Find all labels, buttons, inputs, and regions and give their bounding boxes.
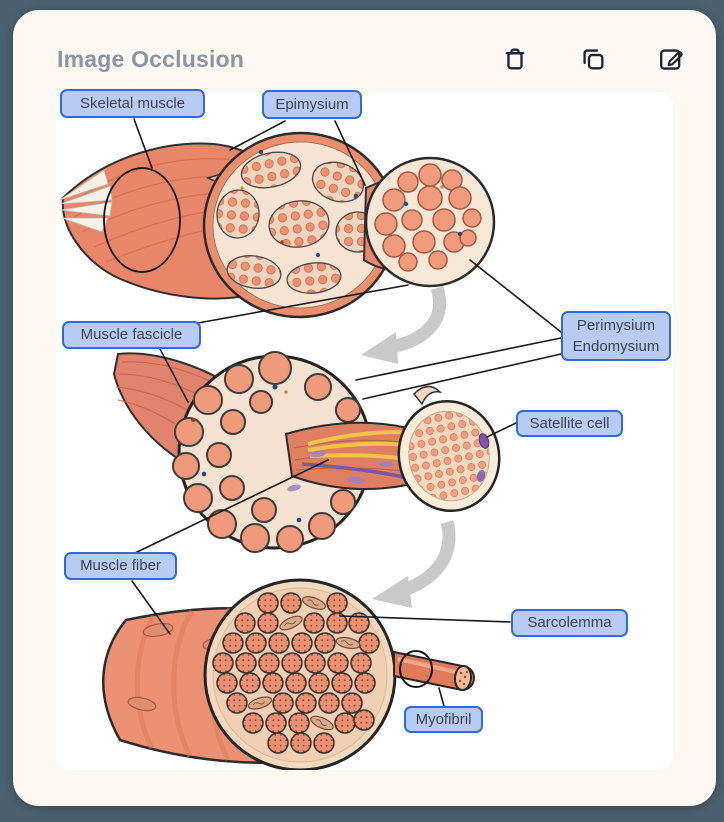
image-occlusion-card: Image Occlusion — [13, 10, 716, 806]
section-skeletal-muscle — [59, 131, 496, 319]
trash-icon — [505, 48, 525, 70]
muscle-anatomy-diagram — [59, 118, 562, 770]
page-title: Image Occlusion — [57, 45, 245, 72]
copy-icon — [583, 49, 604, 70]
zoom-arrow-2 — [372, 520, 456, 608]
toolbar — [500, 44, 686, 74]
occlusion-label-epimysium[interactable]: Epimysium — [262, 90, 362, 119]
magnifier-circle — [103, 167, 181, 273]
vessel-dots — [240, 149, 359, 257]
occlusion-image-area: Skeletal muscle Epimysium Muscle fascicl… — [56, 89, 673, 770]
section-muscle-fascicle — [112, 351, 501, 553]
perimysium-text: Perimysium — [576, 317, 656, 334]
section-muscle-fiber — [102, 578, 475, 770]
occlusion-label-myofibril[interactable]: Myofibril — [404, 706, 483, 733]
occlusion-label-skeletal-muscle[interactable]: Skeletal muscle — [60, 89, 205, 118]
card-header: Image Occlusion — [13, 10, 716, 82]
delete-button[interactable] — [500, 44, 530, 74]
occlusion-label-muscle-fiber[interactable]: Muscle fiber — [64, 552, 177, 580]
occlusion-label-perimysium-endomysium[interactable]: Perimysium Endomysium — [561, 311, 671, 361]
leader-lines — [131, 118, 562, 707]
fascicle-bundles — [216, 151, 381, 294]
occlusion-label-sarcolemma[interactable]: Sarcolemma — [511, 609, 628, 637]
occlusion-label-muscle-fascicle[interactable]: Muscle fascicle — [62, 321, 201, 349]
occlusion-label-satellite-cell[interactable]: Satellite cell — [516, 410, 623, 437]
endomysium-text: Endomysium — [572, 338, 660, 355]
duplicate-button[interactable] — [578, 44, 608, 74]
myofibril-rod — [393, 650, 475, 692]
fascicle-fibers — [172, 351, 361, 553]
edit-pencil-icon — [660, 49, 683, 70]
zoom-arrow-1 — [361, 285, 447, 364]
myofibril-circle-annotation — [399, 650, 433, 688]
edit-button[interactable] — [656, 44, 686, 74]
tendon — [59, 169, 113, 233]
